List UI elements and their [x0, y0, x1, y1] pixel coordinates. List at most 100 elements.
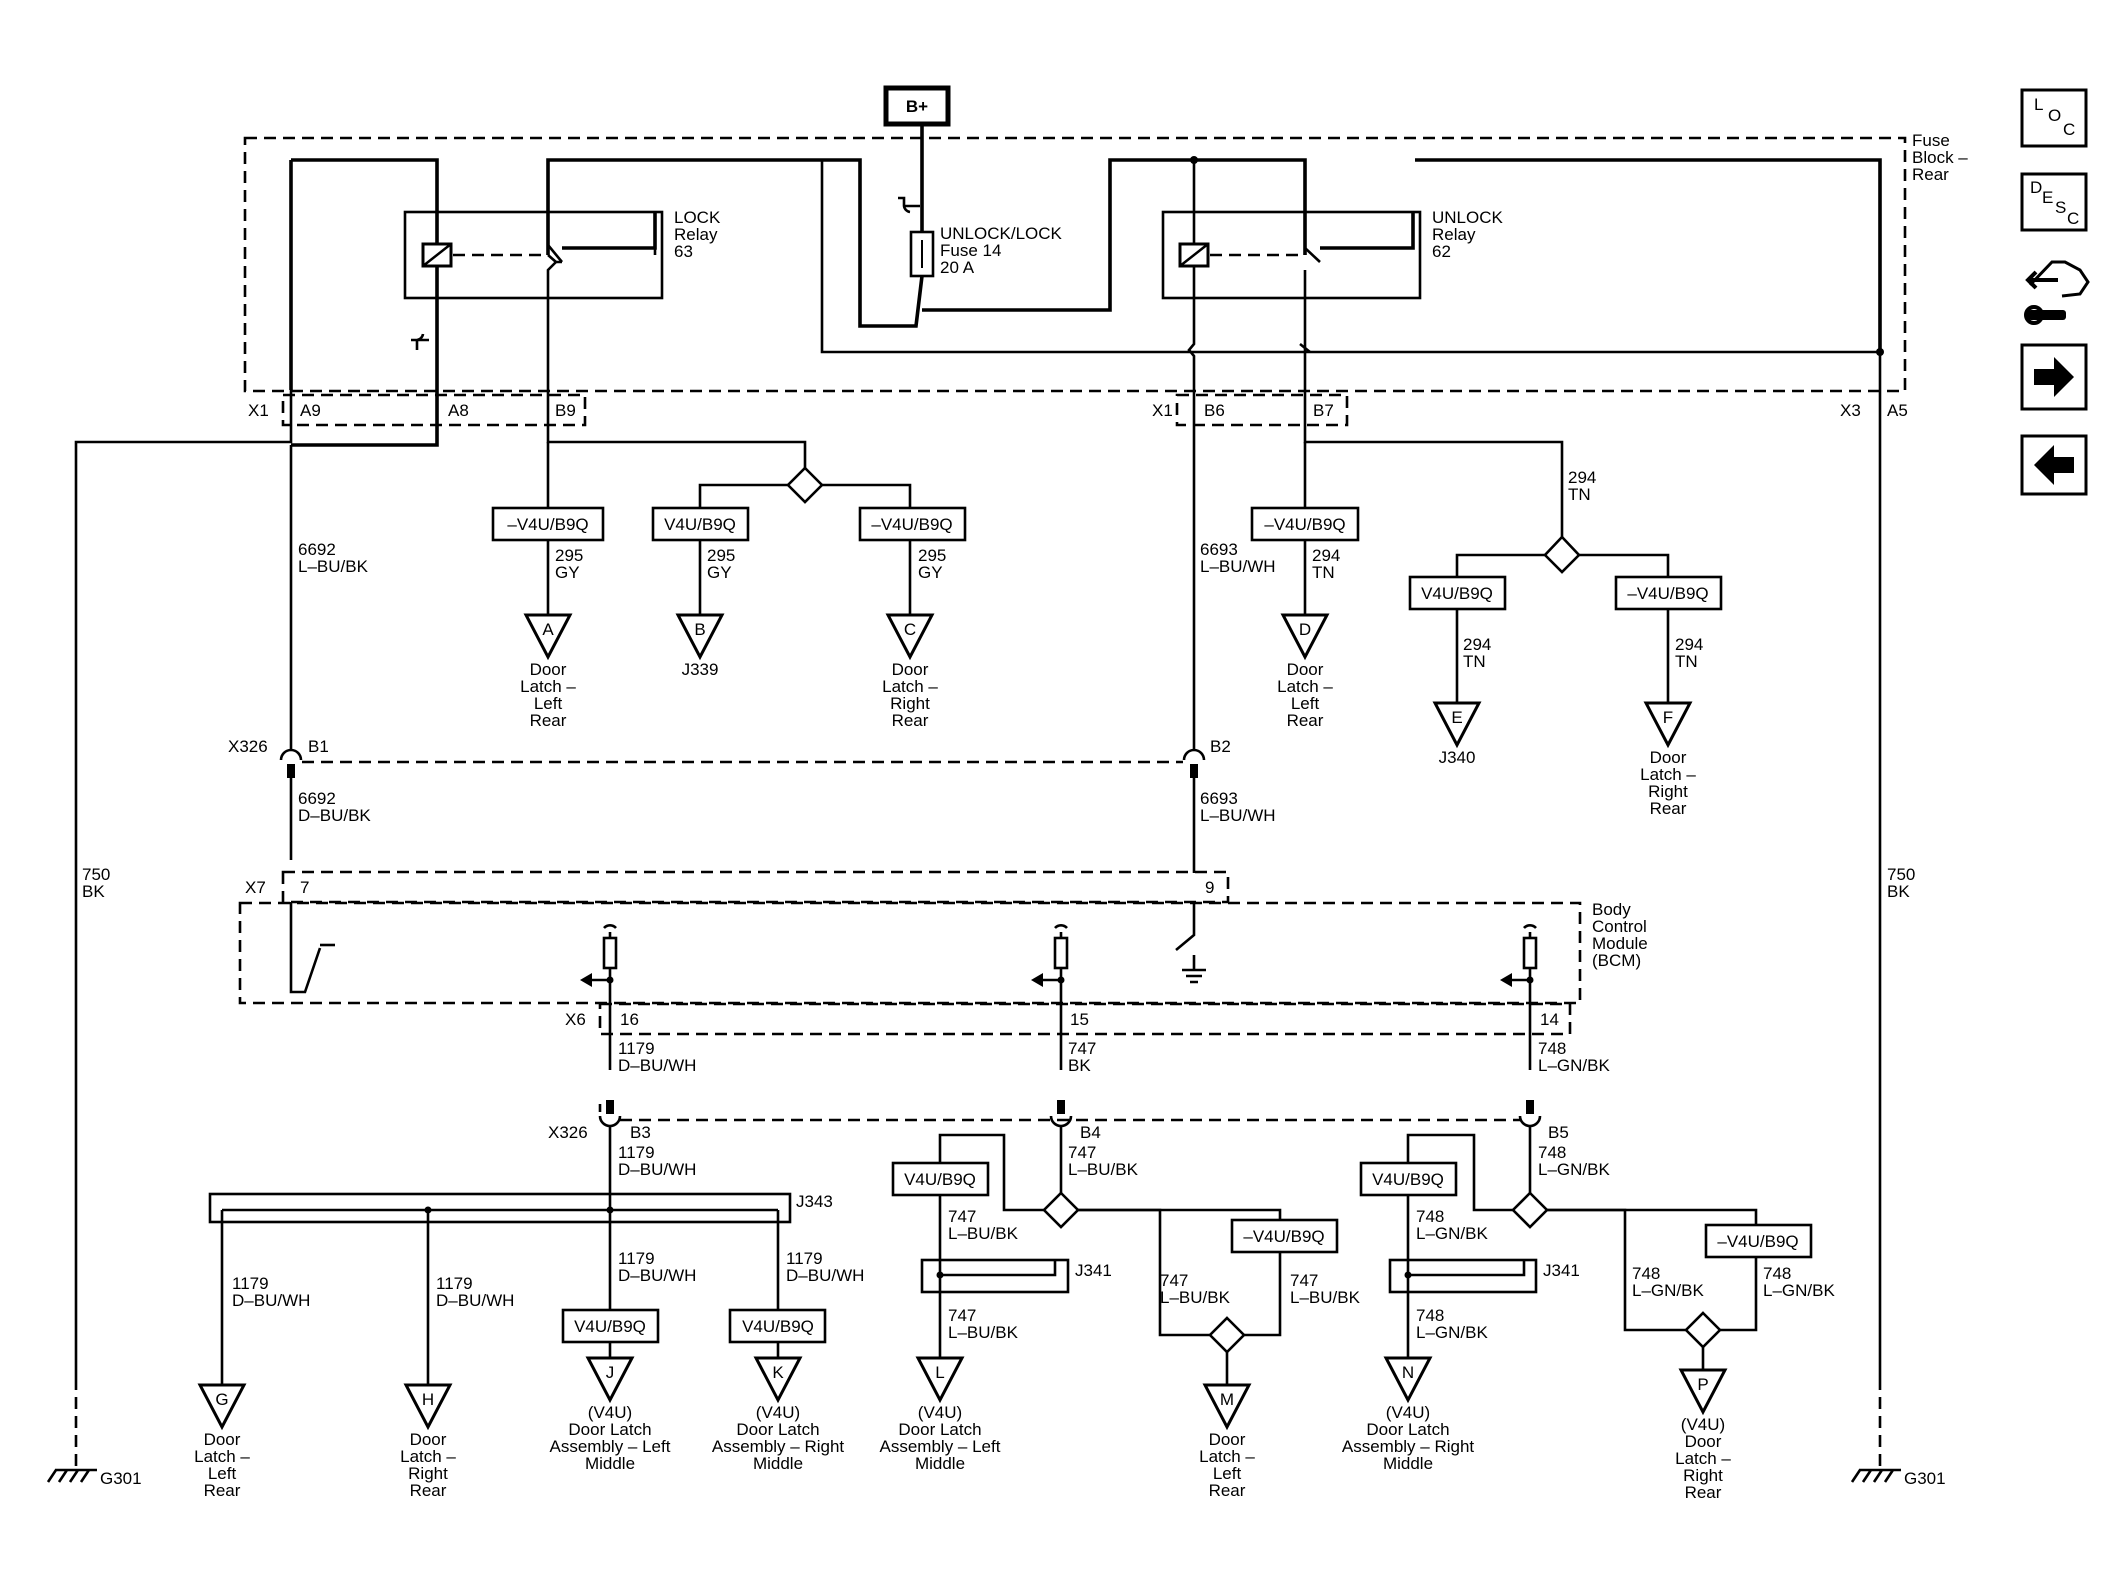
svg-text:–V4U/B9Q: –V4U/B9Q — [871, 515, 952, 534]
splice-diamonds-upper — [786, 466, 1581, 574]
svg-text:V4U/B9Q: V4U/B9Q — [664, 515, 736, 534]
svg-text:D: D — [2030, 178, 2042, 197]
conn-b9: B9 — [555, 401, 576, 420]
terminal-triangle — [585, 1356, 635, 1404]
svg-text:14: 14 — [1540, 1010, 1559, 1029]
terminal-letter: L — [935, 1363, 944, 1382]
svg-text:L: L — [2034, 95, 2043, 114]
terminal-triangle — [523, 613, 573, 661]
arrow-right-button[interactable] — [2020, 343, 2088, 411]
fuse-block-stub-icon — [898, 196, 920, 214]
svg-text:V4U/B9Q: V4U/B9Q — [574, 1317, 646, 1336]
conn-a8: A8 — [448, 401, 469, 420]
arrow-left-icon — [2034, 445, 2074, 485]
conn-x1: X1 — [248, 401, 269, 420]
component-view-icon[interactable] — [2024, 260, 2090, 325]
splice-pack-labels: J343 J341 J341 — [796, 1192, 1580, 1280]
arrow-right-icon — [2034, 357, 2074, 397]
desc-button[interactable]: D E S C — [2020, 172, 2088, 232]
conn-a9: A9 — [300, 401, 321, 420]
terminal-letter: C — [904, 620, 916, 639]
svg-text:X6: X6 — [565, 1010, 586, 1029]
b-plus-source: B+ — [883, 85, 951, 127]
svg-text:15: 15 — [1070, 1010, 1089, 1029]
middle-wiring — [74, 352, 1882, 1470]
terminal-triangle — [1432, 701, 1482, 749]
svg-text:J343: J343 — [796, 1192, 833, 1211]
loc-button[interactable]: L O C — [2020, 88, 2088, 148]
conn-b2: B2 — [1210, 737, 1231, 756]
svg-text:C: C — [2067, 209, 2079, 228]
splice-pack-j343 — [208, 1192, 792, 1224]
svg-text:J341: J341 — [1075, 1261, 1112, 1280]
ground-left: G301 — [46, 1468, 142, 1488]
svg-text:B4: B4 — [1080, 1123, 1101, 1142]
fuse-block-wiring — [289, 124, 1884, 447]
svg-text:9: 9 — [1205, 878, 1214, 897]
svg-text:O: O — [2048, 106, 2061, 125]
svg-text:V4U/B9Q: V4U/B9Q — [1372, 1170, 1444, 1189]
svg-text:–V4U/B9Q: –V4U/B9Q — [1243, 1227, 1324, 1246]
terminal-letter: F — [1663, 708, 1673, 727]
svg-text:C: C — [2063, 120, 2075, 139]
svg-text:–V4U/B9Q: –V4U/B9Q — [1264, 515, 1345, 534]
svg-text:S: S — [2055, 198, 2066, 217]
arrow-left-button[interactable] — [2020, 434, 2088, 496]
terminal-triangle — [1280, 613, 1330, 661]
terminal-letter: B — [694, 620, 705, 639]
terminal-triangle — [675, 613, 725, 661]
svg-text:16: 16 — [620, 1010, 639, 1029]
conn-b6: B6 — [1204, 401, 1225, 420]
svg-text:B+: B+ — [906, 97, 928, 116]
bcm-outputs — [580, 924, 1538, 1070]
svg-text:V4U/B9Q: V4U/B9Q — [904, 1170, 976, 1189]
option-boxes-upper: –V4U/B9Q V4U/B9Q –V4U/B9Q –V4U/B9Q V4U/B… — [491, 506, 1723, 611]
svg-text:X326: X326 — [548, 1123, 588, 1142]
svg-text:7: 7 — [300, 878, 309, 897]
terminal-triangle — [915, 1356, 965, 1404]
x7-connector: X7 7 9 — [245, 870, 1230, 904]
conn-b7: B7 — [1313, 401, 1334, 420]
terminal-triangle — [403, 1383, 453, 1431]
splice-diamonds-lower — [1042, 1191, 1722, 1354]
terminal-triangle — [1202, 1383, 1252, 1431]
conn-x1b: X1 — [1152, 401, 1173, 420]
